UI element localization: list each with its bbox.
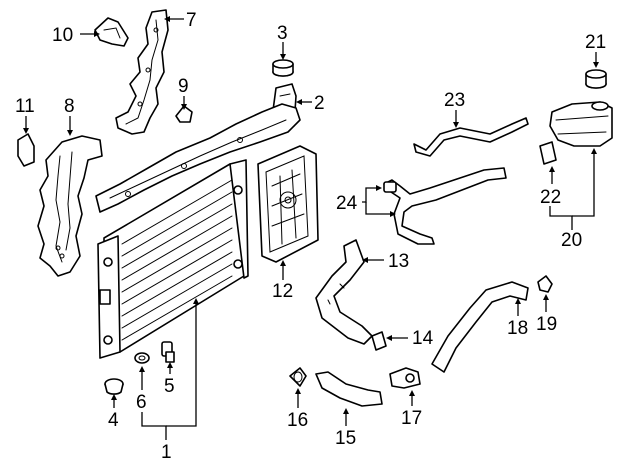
callout-18: 18 <box>507 318 528 339</box>
part-14-clamp <box>371 331 387 351</box>
part-7-air-deflector <box>115 9 169 135</box>
part-8-air-guide <box>37 135 103 277</box>
callout-20: 20 <box>561 230 582 251</box>
callout-11: 11 <box>15 96 35 117</box>
part-22-pad <box>539 141 557 165</box>
callout-2: 2 <box>314 93 325 114</box>
callout-9: 9 <box>178 76 189 97</box>
callout-23: 23 <box>444 90 465 111</box>
part-23-hose <box>413 117 529 157</box>
part-19-clamp <box>537 275 553 293</box>
callout-22: 22 <box>540 187 561 208</box>
callout-labels: 10 7 3 9 2 11 8 23 21 24 22 20 13 12 14 … <box>15 10 606 463</box>
part-21-cap <box>585 69 607 89</box>
callout-3: 3 <box>277 23 288 44</box>
part-5-drain-plug <box>161 341 175 363</box>
part-15-hose <box>315 371 383 407</box>
part-4-grommet <box>104 378 124 395</box>
part-18-lower-hose <box>431 281 529 373</box>
callout-10: 10 <box>52 25 73 46</box>
callout-14: 14 <box>412 328 434 349</box>
callout-13: 13 <box>388 251 409 272</box>
part-24-hose-assembly <box>383 167 507 245</box>
callout-17: 17 <box>401 408 422 429</box>
radiator-core-fins <box>121 179 233 341</box>
callout-24: 24 <box>336 193 358 214</box>
part-16-clamp <box>289 367 307 387</box>
part-12-fan-shroud <box>257 145 319 263</box>
part-17-connector <box>389 367 421 389</box>
callout-16: 16 <box>287 410 308 431</box>
part-13-upper-hose <box>315 239 373 345</box>
part-9-clip <box>175 105 193 123</box>
part-11-bracket <box>17 133 35 167</box>
part-6-washer <box>134 352 150 364</box>
part-1-radiator <box>97 159 249 359</box>
callout-7: 7 <box>186 10 197 31</box>
leader-lines <box>23 16 599 440</box>
callout-19: 19 <box>536 314 557 335</box>
callout-12: 12 <box>272 281 293 302</box>
callout-5: 5 <box>164 376 175 397</box>
callout-6: 6 <box>136 392 147 413</box>
part-10-bracket <box>94 17 129 47</box>
upper-support-bracket <box>95 103 301 213</box>
callout-21: 21 <box>585 32 606 53</box>
callout-15: 15 <box>335 428 356 449</box>
callout-4: 4 <box>108 410 119 431</box>
callout-8: 8 <box>64 96 75 117</box>
part-3-cushion <box>272 59 294 77</box>
part-20-reservoir <box>549 101 613 147</box>
callout-1: 1 <box>161 442 172 463</box>
